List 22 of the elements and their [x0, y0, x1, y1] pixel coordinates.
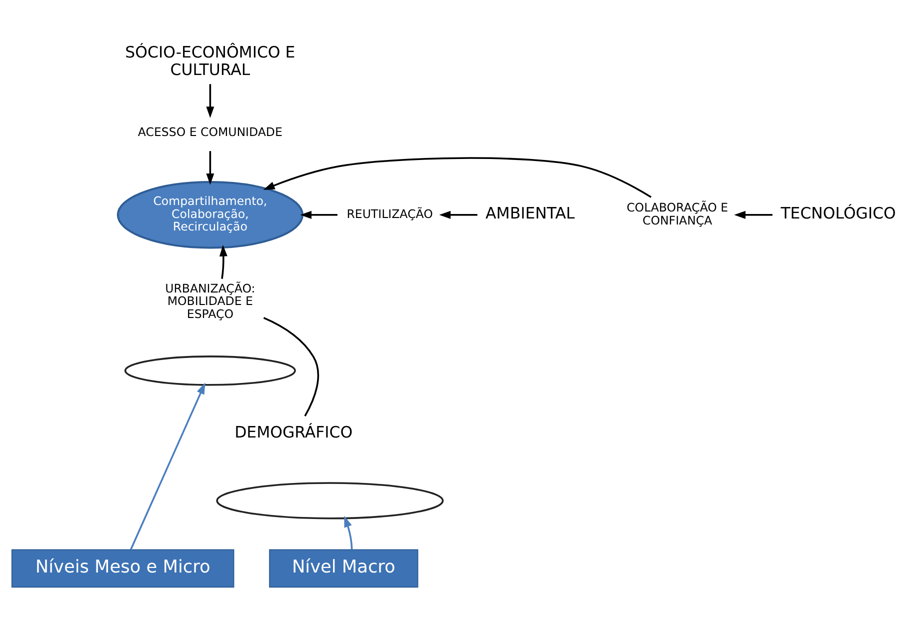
node-text: URBANIZAÇÃO: MOBILIDADE E ESPAÇO	[165, 281, 256, 321]
node-text: DEMOGRÁFICO	[234, 422, 353, 442]
node-text: ACESSO E COMUNIDADE	[138, 125, 282, 140]
arrow	[734, 210, 772, 219]
node-text: REUTILIZAÇÃO	[346, 206, 433, 221]
arrow	[130, 382, 206, 550]
arrow	[206, 151, 214, 185]
node-text: COLABORAÇÃO E CONFIANÇA	[626, 200, 728, 228]
arrow	[219, 244, 228, 279]
arrow	[263, 157, 652, 198]
connector	[263, 317, 320, 416]
arrow	[439, 210, 478, 219]
arrow	[344, 516, 353, 550]
node-box: Níveis Meso e Micro	[11, 549, 234, 588]
node-text: SÓCIO-ECONÔMICO E CULTURAL	[125, 42, 296, 80]
node-text: AMBIENTAL	[486, 204, 575, 223]
node-ellipse	[216, 482, 444, 520]
arrow	[206, 84, 214, 118]
node-box: Nível Macro	[269, 549, 418, 588]
arrow	[300, 210, 338, 219]
node-text: TECNOLÓGICO	[780, 204, 896, 223]
node-ellipse	[124, 356, 296, 386]
